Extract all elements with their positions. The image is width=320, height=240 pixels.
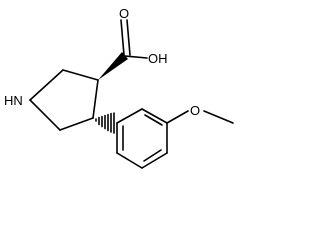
bond-c2-c3 (62, 69, 99, 81)
wedge-bond-c3-carboxyl (98, 52, 128, 80)
atom-label-hydroxyl: OH (148, 51, 168, 66)
benzene-ring (116, 108, 168, 169)
bond-o-methyl (203, 110, 234, 124)
bond-aryl-o-methoxy (166, 110, 189, 124)
atom-label-amine-nh: HN (4, 93, 23, 108)
atom-label-carbonyl-o: O (119, 6, 129, 21)
bond-carboxyl-c-o-double-b (126, 19, 131, 56)
bond-c5-n (29, 99, 61, 131)
bond-c4-c5 (59, 117, 94, 131)
molecule-diagram: O OH HN O (4, 6, 234, 169)
bond-carboxyl-c-oh (124, 55, 148, 59)
hashed-bond-c4-aryl (95, 112, 115, 134)
bond-n-c2 (29, 69, 64, 101)
bond-c3-c4 (92, 79, 99, 119)
structure-canvas: O OH HN O (4, 6, 234, 169)
bond-carboxyl-c-o-double-a (120, 19, 125, 56)
atom-label-methoxy-o: O (190, 103, 200, 118)
